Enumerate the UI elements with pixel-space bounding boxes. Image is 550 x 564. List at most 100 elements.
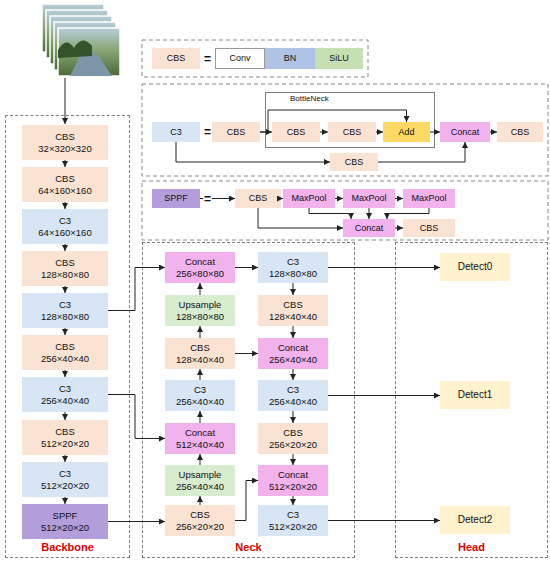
connector-arrow — [281, 198, 283, 199]
connector-arrow — [200, 496, 201, 505]
add-block: Add — [383, 122, 430, 142]
cbs-block: CBS — [235, 189, 281, 208]
cbs-block: CBS — [328, 122, 376, 142]
connector-arrow — [108, 268, 165, 311]
module-name: C3 — [287, 256, 299, 267]
module-name: CBS — [190, 342, 210, 353]
connector-arrow — [395, 228, 403, 229]
module-name: MaxPool — [291, 193, 326, 204]
bottleneck-frame: BottleNeckCBSCBSAdd — [265, 92, 435, 148]
cbs-block: CBS256×20×20 — [258, 423, 328, 454]
cbs-block: CBS — [497, 122, 543, 142]
module-name: CBS — [345, 157, 364, 168]
connector-arrow — [260, 110, 407, 132]
tensor-shape: 64×160×160 — [38, 185, 91, 196]
connector-arrow — [320, 132, 328, 133]
tensor-shape: 512×20×20 — [269, 481, 317, 492]
connector-arrow — [235, 353, 258, 354]
module-name: CBS — [55, 341, 75, 352]
c3-block: C3128×80×80 — [258, 252, 328, 283]
tensor-shape: 64×160×160 — [38, 227, 91, 238]
upsample-block: Upsample128×80×80 — [165, 295, 235, 326]
cbs-block: CBS512×20×20 — [22, 420, 108, 455]
tensor-shape: 128×40×40 — [269, 311, 317, 322]
connector-arrow — [490, 132, 497, 133]
connector-arrow — [108, 521, 165, 522]
connector-arrow — [65, 202, 66, 209]
connector-arrow — [65, 370, 66, 377]
tensor-shape: 256×20×20 — [269, 439, 317, 450]
connector-arrow — [200, 198, 235, 199]
section-band: HeadDetect0Detect1Detect2 — [395, 242, 548, 558]
tensor-shape: 512×20×20 — [41, 480, 89, 491]
connector-arrow — [430, 132, 440, 133]
tensor-shape: 512×20×20 — [41, 438, 89, 449]
group-title: Backbone — [41, 541, 94, 554]
cbs-block: CBS128×40×40 — [258, 295, 328, 326]
cbs-block: CBS256×40×40 — [22, 335, 108, 370]
module-name: SiLU — [329, 53, 349, 64]
module-name: CBS — [511, 127, 530, 138]
module-name: SPPF — [53, 510, 78, 521]
cbs-block: CBS128×40×40 — [165, 338, 235, 369]
concat-block: MaxPool — [343, 189, 395, 208]
cbs-block: CBS — [152, 48, 200, 69]
module-name: C3 — [194, 384, 206, 395]
concat-block: Concat — [440, 122, 490, 142]
connector-arrow — [200, 454, 201, 465]
tensor-shape: 128×80×80 — [176, 311, 224, 322]
c3-block: C3128×80×80 — [22, 293, 108, 328]
connector-arrow — [65, 455, 66, 462]
connector-arrow — [65, 160, 66, 167]
photo — [58, 28, 120, 76]
concat-block: Concat512×20×20 — [258, 465, 328, 496]
c3-block: C3512×20×20 — [22, 462, 108, 497]
c3-block: C364×160×160 — [22, 209, 108, 244]
connector-arrow — [108, 395, 165, 439]
module-name: CBS — [55, 257, 75, 268]
module-name: Concat — [451, 127, 480, 138]
equals-sign: = — [203, 126, 212, 138]
tensor-shape: 256×40×40 — [176, 481, 224, 492]
input-arrow — [65, 78, 66, 124]
detect-block: Detect1 — [440, 381, 510, 409]
c3-block: C3256×40×40 — [22, 377, 108, 412]
module-name: Conv — [229, 53, 250, 64]
connector-arrow — [235, 267, 258, 268]
module-name: SPPF — [164, 193, 188, 204]
connector-arrow — [328, 267, 440, 268]
connector-arrow — [65, 412, 66, 420]
tensor-shape: 256×80×80 — [176, 268, 224, 279]
c3-block: C3256×40×40 — [258, 380, 328, 411]
tensor-shape: 512×20×20 — [41, 522, 89, 533]
module-name: C3 — [287, 509, 299, 520]
connector-arrow — [65, 286, 66, 293]
connector-arrow — [376, 132, 383, 133]
module-name: CBS — [55, 426, 75, 437]
image-stack — [42, 4, 120, 76]
tensor-shape: 256×40×40 — [176, 396, 224, 407]
equals-sign: = — [203, 53, 212, 65]
module-name: CBS — [190, 509, 210, 520]
connector-arrow — [176, 142, 330, 162]
concat-block: Concat256×40×40 — [258, 338, 328, 369]
tensor-shape: 256×40×40 — [269, 396, 317, 407]
module-name: CBS — [283, 299, 303, 310]
connector-arrow — [65, 497, 66, 504]
connector-arrow — [200, 283, 201, 295]
definition-frame — [142, 40, 368, 77]
cbs-block: CBS64×160×160 — [22, 167, 108, 202]
module-name: Add — [398, 127, 414, 138]
module-name: C3 — [287, 384, 299, 395]
conv-block: Conv — [215, 48, 265, 69]
module-name: CBS — [249, 193, 268, 204]
tensor-shape: 128×80×80 — [41, 311, 89, 322]
c3-block: C3256×40×40 — [165, 380, 235, 411]
connector-arrow — [235, 481, 258, 521]
connector-arrow — [309, 208, 351, 219]
concat-block: MaxPool — [283, 189, 335, 208]
module-name: MaxPool — [411, 193, 446, 204]
c3-block: C3 — [152, 122, 200, 142]
tensor-shape: 256×40×40 — [269, 354, 317, 365]
